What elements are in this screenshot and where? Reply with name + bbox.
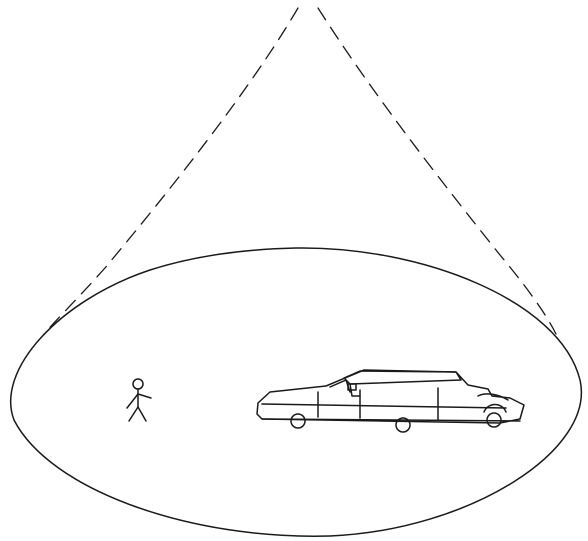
limousine-body [257,370,524,423]
limousine-trunk [478,394,508,400]
stick-figure-right-arm [138,394,151,398]
limousine-underside [262,419,520,421]
stick-figure-left-arm [127,394,138,408]
cone-left-edge [44,8,298,334]
limousine [257,370,524,432]
stick-figure [127,379,151,421]
limousine-rear-wheel [487,413,501,427]
ground-ellipse [11,248,582,536]
limousine-roof [344,371,461,384]
cone-right-edge [318,8,556,334]
cone-boundary [44,8,556,334]
limousine-windshield [330,380,350,392]
limousine-beltline [262,404,506,408]
stick-figure-left-leg [129,407,138,421]
limousine-front-wheel [291,414,305,428]
stick-figure-right-leg [138,407,146,421]
stick-figure-head [133,379,143,389]
